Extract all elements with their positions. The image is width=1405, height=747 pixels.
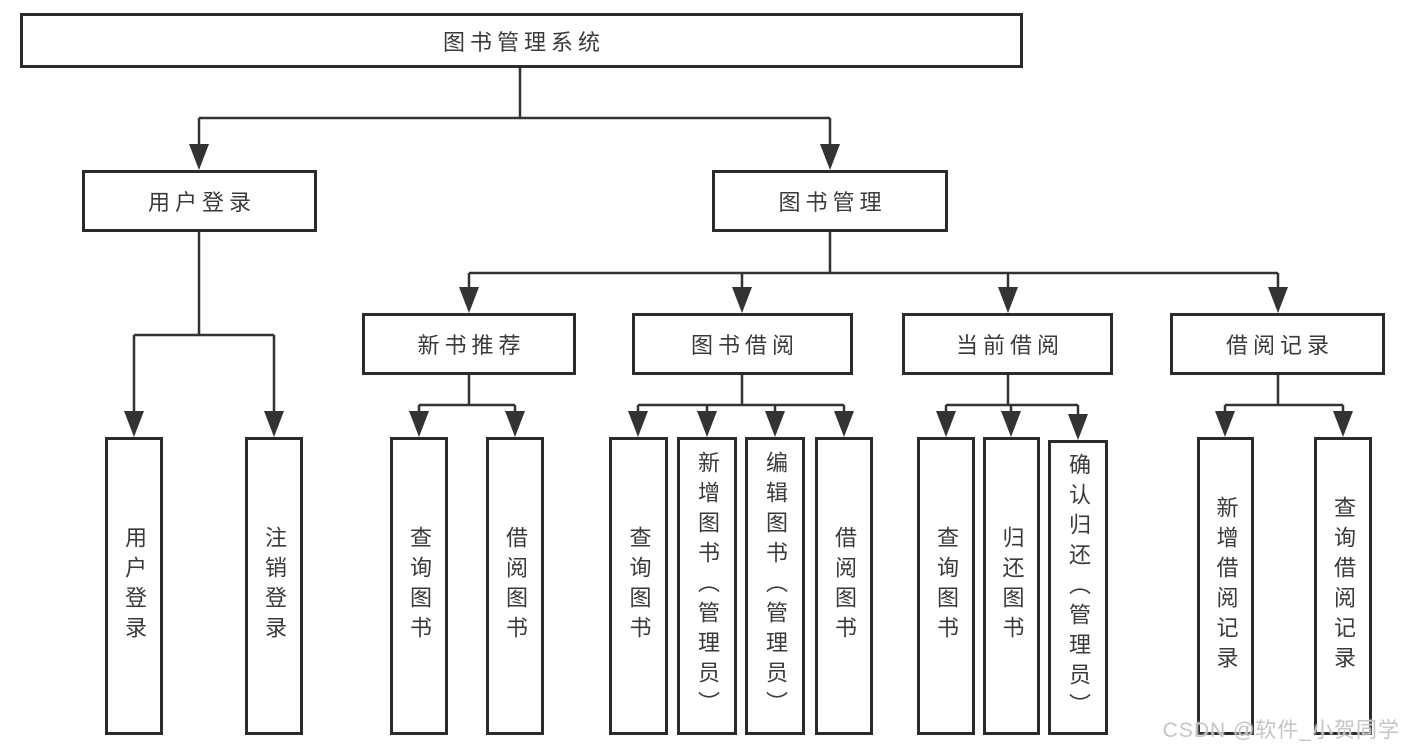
node-label: 确认归还（管理员） [1066, 452, 1091, 723]
arrowhead [628, 411, 648, 437]
node-book-borrow: 图书借阅 [632, 313, 853, 375]
connector-borrow-records-to-leaves [1223, 375, 1345, 413]
arrowhead [1068, 414, 1088, 440]
node-label: 查询图书 [934, 526, 959, 646]
connector-book-borrow-to-leaves [636, 375, 846, 413]
node-label: 查询图书 [626, 526, 652, 646]
node-label: 用户登录 [122, 526, 147, 646]
node-book-management: 图书管理 [712, 170, 948, 232]
leaf-edit-book-admin: 编辑图书（管理员） [745, 437, 805, 735]
arrowhead [1333, 411, 1353, 437]
connector-book-mgmt-to-level3 [467, 232, 1280, 289]
leaf-add-borrow-record: 新增借阅记录 [1197, 437, 1254, 735]
node-label: 新增图书（管理员） [695, 451, 720, 721]
leaf-confirm-return-admin: 确认归还（管理员） [1048, 440, 1108, 735]
arrowhead [765, 411, 785, 437]
leaf-user-login: 用户登录 [105, 437, 163, 735]
arrowhead [834, 411, 854, 437]
node-borrow-records: 借阅记录 [1170, 313, 1385, 375]
leaf-query-books-borrow: 查询图书 [609, 437, 668, 735]
node-label: 新增借阅记录 [1213, 496, 1239, 676]
node-label: 借阅图书 [832, 526, 857, 646]
node-label: 注销登录 [262, 526, 287, 646]
arrowhead [264, 411, 284, 437]
arrowheads [124, 144, 1353, 440]
arrowhead [189, 144, 209, 170]
arrowhead [459, 287, 479, 313]
connector-new-book-to-leaves [417, 375, 517, 413]
arrowhead [697, 411, 717, 437]
arrowhead [1215, 411, 1235, 437]
arrowhead [1268, 287, 1288, 313]
arrowhead [505, 411, 525, 437]
node-label: 借阅图书 [503, 526, 528, 646]
node-current-borrow: 当前借阅 [902, 313, 1113, 375]
node-label: 借阅记录 [1225, 333, 1334, 358]
leaf-query-books-recommend: 查询图书 [390, 437, 448, 735]
node-label: 新书推荐 [417, 333, 526, 358]
node-label: 编辑图书（管理员） [763, 451, 788, 721]
node-label: 查询图书 [407, 526, 432, 646]
arrowhead [409, 411, 429, 437]
leaf-query-borrow-record: 查询借阅记录 [1314, 437, 1372, 735]
arrowhead [820, 144, 840, 170]
leaf-logout: 注销登录 [245, 437, 303, 735]
leaf-borrow-books-recommend: 借阅图书 [486, 437, 544, 735]
node-library-management-system: 图书管理系统 [20, 13, 1023, 68]
node-new-book-recommend: 新书推荐 [362, 313, 576, 375]
connector-current-borrow-to-leaves [944, 375, 1080, 416]
node-user-login: 用户登录 [82, 170, 317, 232]
node-label: 归还图书 [999, 526, 1025, 646]
node-label: 图书管理系统 [442, 29, 605, 55]
watermark: CSDN @软件_小贺同学 [1162, 719, 1400, 742]
arrowhead [732, 287, 752, 313]
connector-paths [132, 68, 1345, 416]
node-label: 当前借阅 [955, 333, 1064, 358]
connector-user-login-to-leaves [132, 232, 276, 413]
arrowhead [936, 411, 956, 437]
leaf-query-books-current: 查询图书 [917, 437, 975, 735]
arrowhead [998, 287, 1018, 313]
node-label: 查询借阅记录 [1331, 496, 1356, 676]
node-label: 用户登录 [147, 190, 256, 215]
leaf-borrow-books: 借阅图书 [815, 437, 873, 735]
node-label: 图书管理 [778, 190, 887, 215]
connector-root-to-level2 [197, 68, 832, 146]
leaf-add-book-admin: 新增图书（管理员） [677, 437, 737, 735]
leaf-return-books: 归还图书 [983, 437, 1040, 735]
arrowhead [124, 411, 144, 437]
node-label: 图书借阅 [690, 333, 799, 358]
arrowhead [1001, 411, 1021, 437]
